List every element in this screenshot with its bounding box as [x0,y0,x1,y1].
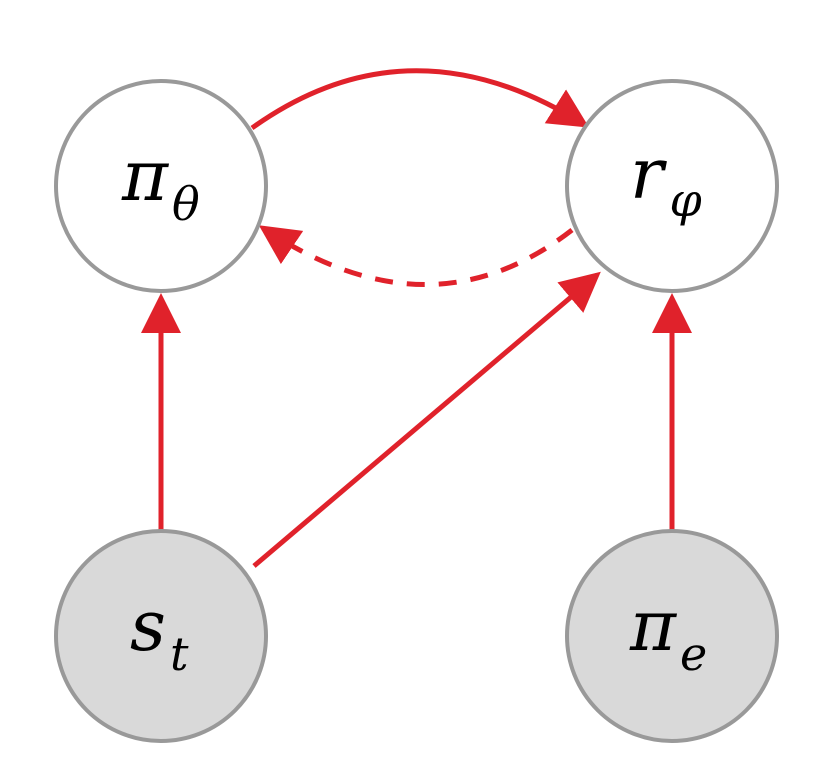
node-reward-circle [565,79,779,293]
node-expert-subscript: e [680,627,707,681]
node-reward-subscript: φ [669,173,702,227]
node-policy-symbol: π [121,135,170,217]
node-expert-label: πe [629,585,707,681]
node-state: st [54,529,268,743]
node-expert-symbol: π [629,585,678,667]
edge-policy-to-reward [250,68,590,131]
node-policy-subscript: θ [172,177,200,231]
node-state-circle [54,529,268,743]
node-policy-label: πθ [121,135,200,231]
node-reward-symbol: r [630,133,667,215]
node-policy-circle [54,79,268,293]
node-state-symbol: s [130,585,166,667]
edge-reward-to-policy [258,225,574,287]
node-state-subscript: t [170,627,189,681]
node-state-label: st [130,585,189,681]
node-expert-circle [565,529,779,743]
node-policy: πθ [54,79,268,293]
node-expert: πe [565,529,779,743]
edge-state-to-reward [252,271,601,568]
